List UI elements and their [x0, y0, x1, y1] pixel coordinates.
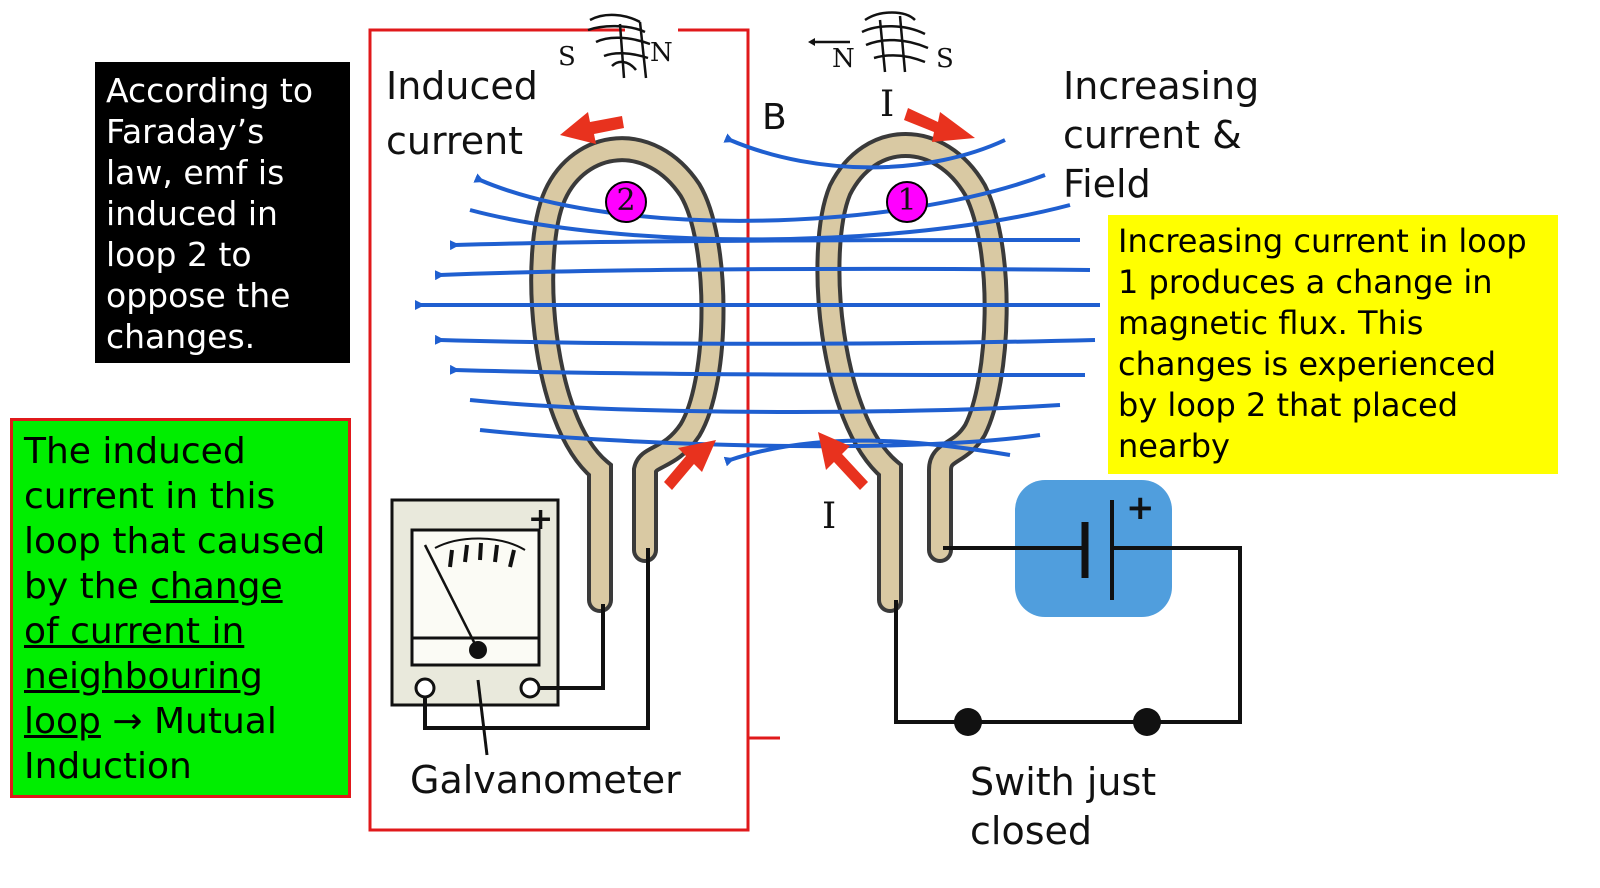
- galvanometer-device: [390, 498, 560, 756]
- increasing-label-line2: current &: [1063, 113, 1242, 157]
- note-line: The induced: [24, 431, 246, 472]
- note-text: → Mutual: [100, 701, 277, 742]
- galvanometer-wires: [423, 548, 650, 730]
- note-line: neighbouring: [24, 654, 348, 699]
- loop1-number: 1: [897, 183, 917, 218]
- loop2-number: 2: [616, 183, 636, 218]
- field-lines: [415, 133, 1100, 467]
- increasing-label-line1: Increasing: [1063, 64, 1260, 108]
- note-line: Increasing current in loop: [1118, 222, 1527, 260]
- note-line: loop that caused: [24, 521, 326, 562]
- right-magnet-n-label: N: [832, 44, 855, 74]
- note-line: magnetic flux. This: [1118, 304, 1424, 342]
- field-line: [473, 173, 1046, 223]
- induced-current-label-line1: Induced: [386, 64, 538, 108]
- note-line: nearby: [1118, 427, 1230, 465]
- left-magnet-s-label: S: [558, 42, 576, 72]
- field-line: [723, 133, 1006, 170]
- galvanometer-label: Galvanometer: [410, 758, 681, 802]
- primary-circuit-wires: [894, 546, 1242, 724]
- induced-current-arrow-top: [560, 112, 624, 144]
- note-line: induced in: [106, 194, 278, 233]
- switch-label-line2: closed: [970, 809, 1092, 853]
- field-line: [449, 364, 1086, 377]
- field-line: [723, 438, 1011, 467]
- flux-change-note: Increasing current in loop 1 produces a …: [1108, 215, 1558, 474]
- left-magnet-n-label: N: [650, 38, 673, 68]
- current-arrows: [560, 108, 975, 490]
- induced-current-arrow-bottom: [664, 440, 716, 490]
- primary-current-arrow-top: [904, 108, 975, 142]
- field-line: [434, 266, 1091, 281]
- battery-plus-sign: +: [1126, 488, 1155, 528]
- note-line: of current in: [24, 609, 348, 654]
- note-line: Induction: [24, 746, 192, 787]
- note-line: oppose the: [106, 276, 291, 315]
- loop1-coil: [815, 132, 1009, 613]
- field-line: [479, 428, 1041, 449]
- field-line: [469, 398, 1061, 414]
- loop2-badge: [605, 181, 647, 223]
- note-underlined-text: of current in: [24, 611, 245, 652]
- note-line: loop → Mutual: [24, 699, 348, 744]
- right-magnet-s-label: S: [936, 44, 954, 74]
- galvanometer-needle: [423, 544, 480, 651]
- current-label-top: I: [880, 84, 895, 125]
- switch: [954, 708, 1161, 736]
- note-line: changes is experienced: [1118, 345, 1497, 383]
- field-symbol-label: B: [762, 97, 787, 138]
- note-underlined-text: loop: [24, 701, 101, 742]
- loop2-coil: [529, 136, 726, 613]
- galvanometer-plus-sign: +: [528, 502, 554, 537]
- note-line: by the change: [24, 564, 348, 609]
- note-underlined-text: change: [150, 566, 283, 607]
- galvanometer-terminal-right: [519, 677, 541, 699]
- current-label-bottom: I: [822, 496, 837, 537]
- switch-label-line1: Swith just: [970, 760, 1157, 804]
- note-line: changes.: [106, 317, 256, 356]
- increasing-label-line3: Field: [1063, 162, 1151, 206]
- right-hand-magnet-icon: [861, 11, 929, 73]
- note-line: law, emf is: [106, 153, 285, 192]
- faraday-law-note: According to Faraday’s law, emf is induc…: [95, 62, 350, 363]
- primary-current-arrow-bottom: [818, 432, 868, 490]
- mutual-induction-note: The induced current in this loop that ca…: [10, 418, 351, 798]
- note-line: Faraday’s: [106, 112, 265, 151]
- note-line: by loop 2 that placed: [1118, 386, 1459, 424]
- galvanometer-scale: [448, 542, 516, 568]
- magnet-direction-arrow: [808, 38, 850, 46]
- induced-current-label-line2: current: [386, 119, 524, 163]
- note-line: According to: [106, 71, 314, 110]
- note-line: 1 produces a change in: [1118, 263, 1493, 301]
- note-text: by the: [24, 566, 151, 607]
- loop2-frame: [368, 28, 750, 832]
- field-line: [449, 238, 1081, 251]
- field-line: [434, 334, 1096, 346]
- note-underlined-text: neighbouring: [24, 656, 263, 697]
- loop1-badge: [886, 181, 928, 223]
- left-hand-magnet-icon: [587, 13, 651, 79]
- note-line: current in this: [24, 476, 276, 517]
- galvanometer-terminal-left: [414, 677, 436, 699]
- note-line: loop 2 to: [106, 235, 252, 274]
